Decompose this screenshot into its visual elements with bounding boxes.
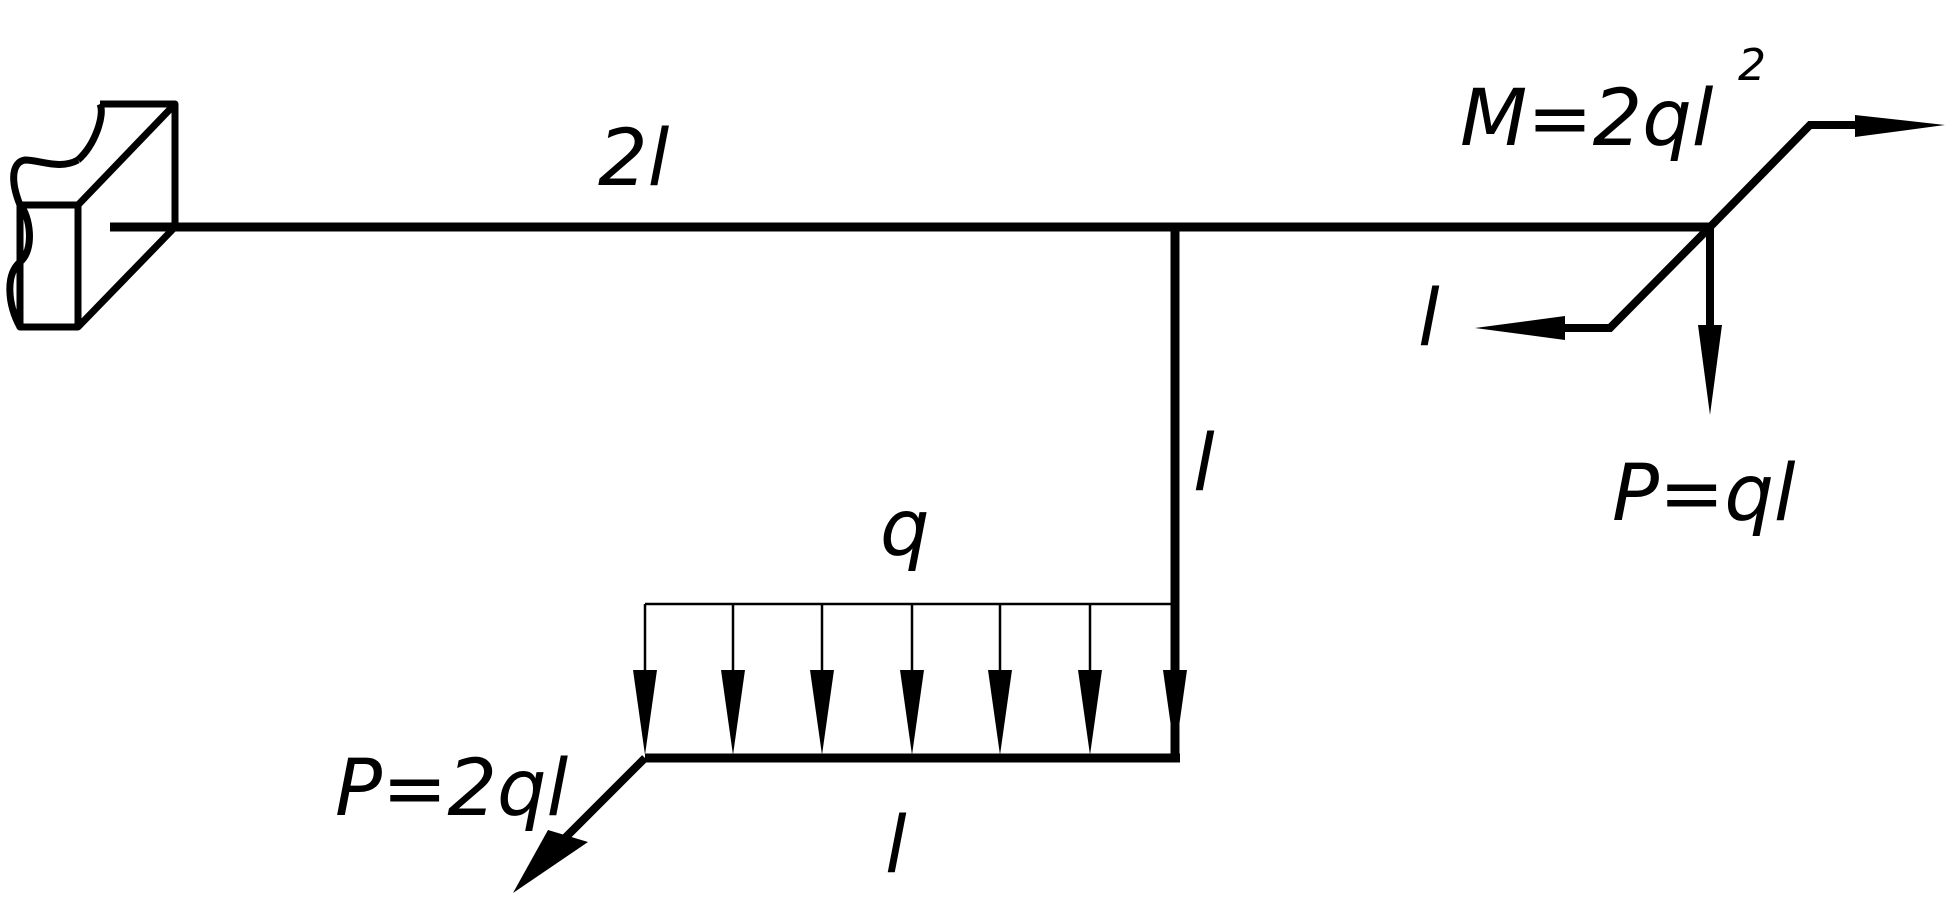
distributed-load-arrow	[633, 604, 657, 755]
moment-vector-icon	[1707, 115, 1945, 230]
distributed-load-arrow	[810, 604, 834, 755]
label-offset-right: l	[1418, 274, 1440, 364]
label-bottom-span: l	[885, 801, 907, 891]
point-load-left	[513, 755, 648, 893]
point-load-right	[1698, 227, 1722, 415]
distributed-load-icon	[633, 602, 1187, 755]
offset-arm-right	[1475, 224, 1713, 340]
label-load-right: P=ql	[1612, 449, 1796, 539]
label-moment: M=2ql	[1460, 74, 1714, 164]
distributed-load-arrow	[900, 604, 924, 755]
distributed-load-arrow	[988, 604, 1012, 755]
distributed-load-arrow	[1078, 604, 1102, 755]
label-distributed-load: q	[880, 484, 930, 574]
label-vertical-span: l	[1193, 419, 1215, 509]
distributed-load-arrow	[1163, 604, 1187, 755]
label-load-left: P=2ql	[335, 744, 569, 834]
label-top-span: 2l	[598, 114, 670, 204]
label-moment-exponent: 2	[1738, 40, 1766, 91]
fixed-support-icon	[6, 100, 179, 331]
distributed-load-arrow	[721, 604, 745, 755]
